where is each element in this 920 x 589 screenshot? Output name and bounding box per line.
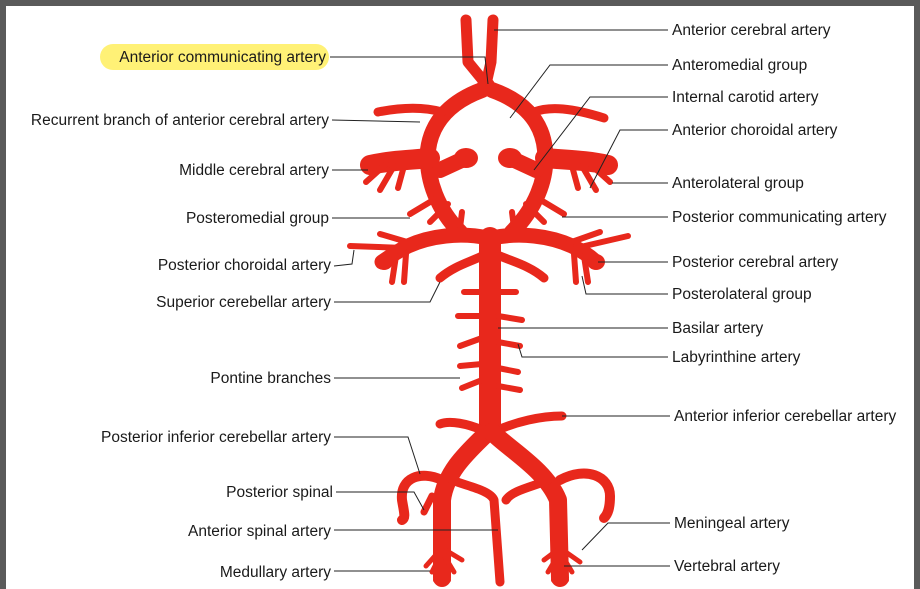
leader-pica: [334, 437, 420, 474]
label-pica: Posterior inferior cerebellar artery: [101, 429, 331, 446]
label-anterior-cerebral-artery: Anterior cerebral artery: [672, 22, 831, 39]
leader-superior-cerebellar: [334, 282, 440, 302]
label-aica: Anterior inferior cerebellar artery: [674, 408, 897, 425]
right-anterior-inferior-cerebellar: [498, 416, 562, 430]
leader-meningeal: [582, 523, 670, 550]
anterior-spinal-artery: [452, 480, 500, 582]
label-medullary-artery: Medullary artery: [220, 564, 331, 581]
left-vertebral-artery: [442, 432, 488, 578]
right-recurrent-branch: [534, 109, 604, 118]
left-middle-cerebral-artery: [370, 158, 430, 165]
left-vertebral-cut: [433, 575, 451, 585]
left-posterior-choroidal: [350, 234, 414, 248]
label-basilar-artery: Basilar artery: [672, 320, 764, 337]
label-posteromedial-group: Posteromedial group: [186, 210, 329, 227]
left-internal-carotid: [440, 158, 466, 170]
right-vertebral-cut: [551, 575, 569, 585]
right-posterior-inferior-cerebellar: [560, 473, 610, 518]
leader-labyrinthine: [518, 344, 668, 357]
label-posterior-spinal: Posterior spinal: [226, 484, 333, 501]
label-posterior-communicating-artery: Posterior communicating artery: [672, 209, 887, 226]
right-superior-cerebellar-artery: [500, 256, 544, 278]
left-posterior-cerebral-cut: [375, 254, 393, 270]
label-anterior-spinal-artery: Anterior spinal artery: [188, 523, 331, 540]
label-vertebral-artery: Vertebral artery: [674, 558, 780, 575]
label-middle-cerebral-artery: Middle cerebral artery: [179, 162, 329, 179]
leader-posterior-spinal: [336, 492, 424, 510]
leader-posterior-choroidal: [334, 250, 354, 266]
label-anteromedial-group: Anteromedial group: [672, 57, 807, 74]
anterior-spinal-right-root: [506, 480, 548, 500]
label-pontine-branches: Pontine branches: [210, 370, 331, 387]
label-anterior-choroidal-artery: Anterior choroidal artery: [672, 122, 838, 139]
right-middle-cerebral-artery: [545, 158, 608, 165]
label-internal-carotid-artery: Internal carotid artery: [672, 89, 819, 106]
left-recurrent-branch: [378, 108, 442, 112]
pontine-branches-right: [498, 292, 522, 390]
label-recurrent-branch: Recurrent branch of anterior cerebral ar…: [31, 112, 329, 129]
label-posterior-cerebral-artery: Posterior cerebral artery: [672, 254, 839, 271]
label-labyrinthine-artery: Labyrinthine artery: [672, 349, 801, 366]
left-superior-cerebellar-artery: [440, 256, 482, 278]
posterior-spinal-artery: [424, 496, 432, 512]
right-internal-carotid: [510, 158, 536, 170]
label-meningeal-artery: Meningeal artery: [674, 515, 790, 532]
label-anterolateral-group: Anterolateral group: [672, 175, 804, 192]
left-anterior-inferior-cerebellar: [440, 422, 482, 430]
label-superior-cerebellar-artery: Superior cerebellar artery: [156, 294, 331, 311]
pontine-branches-left: [458, 292, 482, 388]
leader-posterolateral: [582, 276, 668, 294]
label-posterolateral-group: Posterolateral group: [672, 286, 812, 303]
right-posterior-choroidal: [566, 232, 628, 248]
label-posterior-choroidal-artery: Posterior choroidal artery: [158, 257, 331, 274]
leader-recurrent-branch: [332, 120, 420, 122]
label-anterior-communicating-artery: Anterior communicating artery: [119, 49, 326, 66]
